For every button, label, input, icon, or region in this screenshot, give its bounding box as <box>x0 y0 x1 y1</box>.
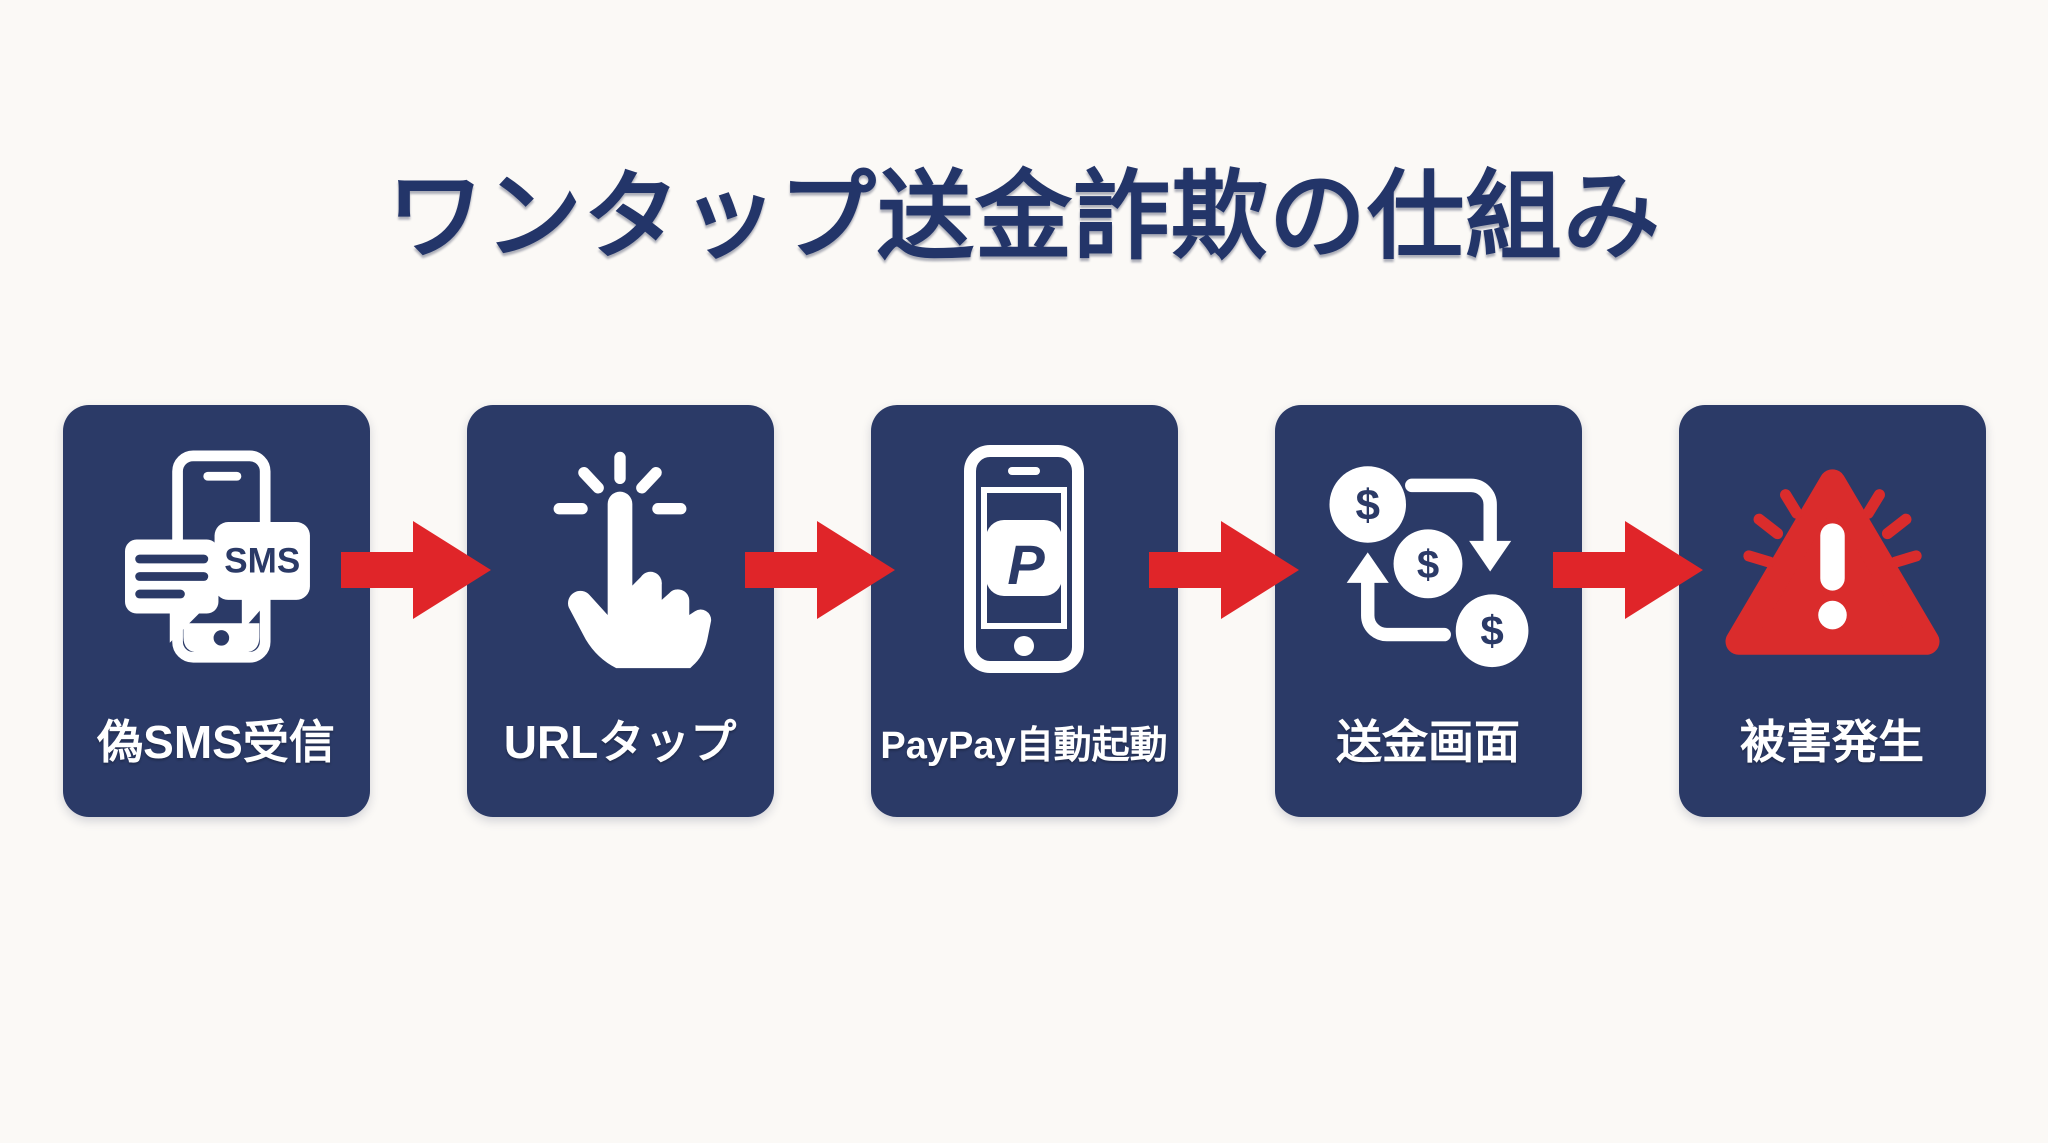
step-card-fake-sms: SMS 偽SMS受信 <box>62 405 370 817</box>
paypay-phone-icon: P <box>944 433 1104 685</box>
warning-triangle-icon <box>1710 433 1955 685</box>
dollar-sign-text: $ <box>1480 607 1503 654</box>
flow-arrow-right-icon <box>1552 521 1703 619</box>
step-label: 送金画面 <box>1336 716 1520 768</box>
step-card-url-tap: URLタップ <box>466 405 774 817</box>
tap-hand-icon <box>525 433 715 685</box>
step-label: 被害発生 <box>1740 716 1924 768</box>
step-card-paypay-launch: P PayPay自動起動 <box>870 405 1178 817</box>
sms-bubble-text: SMS <box>224 541 300 580</box>
scam-flow-diagram: SMS 偽SMS受信 URLタップ <box>0 405 2048 817</box>
dollar-sign-text: $ <box>1417 542 1439 587</box>
step-card-transfer-screen: $ $ $ 送金画面 <box>1274 405 1582 817</box>
step-label: PayPay自動起動 <box>880 725 1168 767</box>
step-label: 偽SMS受信 <box>97 716 335 768</box>
sms-phone-icon: SMS <box>119 433 314 685</box>
paypay-logo-text: P <box>1007 533 1045 596</box>
flow-arrow-right-icon <box>1148 521 1299 619</box>
flow-arrow-right-icon <box>340 521 491 619</box>
step-label: URLタップ <box>503 716 737 768</box>
flow-arrow-right-icon <box>744 521 895 619</box>
step-card-damage: 被害発生 <box>1678 405 1986 817</box>
page-title: ワンタップ送金詐欺の仕組み <box>387 161 1661 271</box>
money-transfer-icon: $ $ $ <box>1318 433 1538 685</box>
dollar-sign-text: $ <box>1355 480 1379 529</box>
